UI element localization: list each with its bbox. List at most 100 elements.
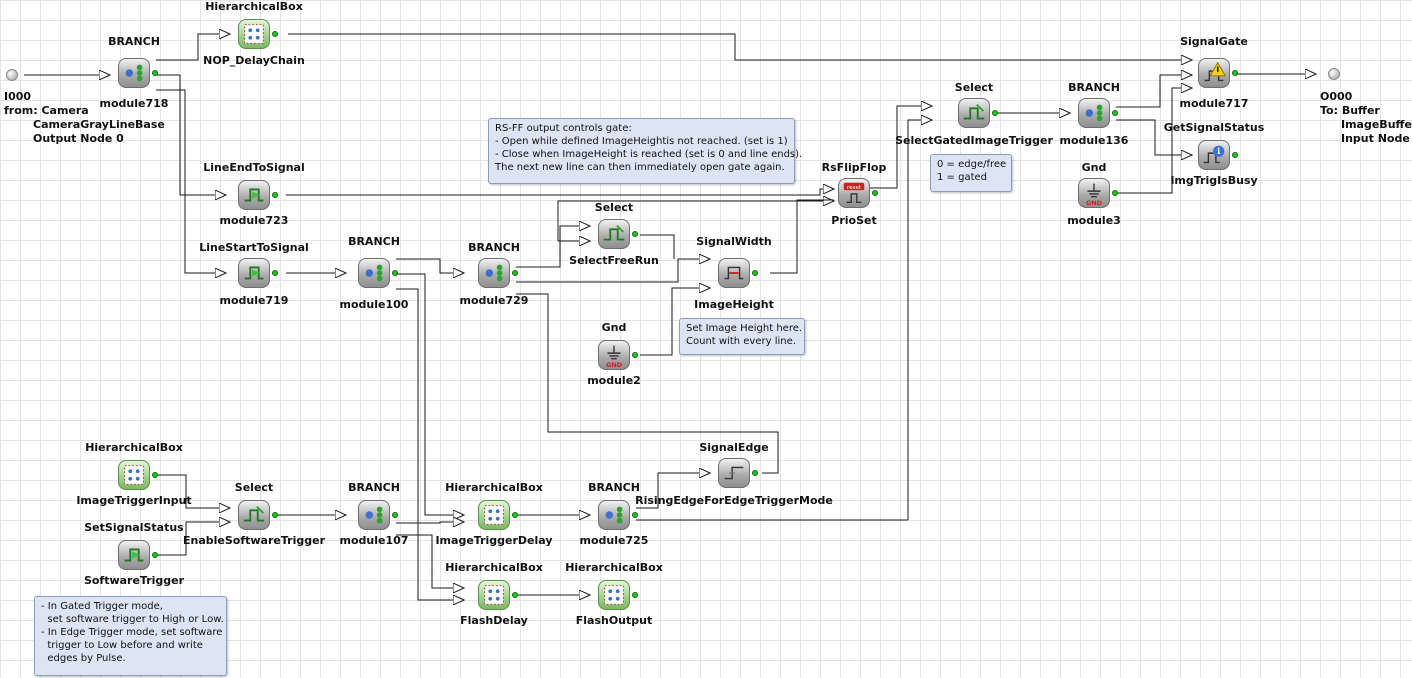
input-node-line-2: CameraGrayLineBase (33, 118, 165, 131)
module-type-label: SignalEdge (699, 441, 769, 454)
module-name-label: module136 (1059, 134, 1129, 147)
select-icon[interactable] (598, 219, 630, 249)
output-port[interactable] (272, 270, 278, 276)
hierarchical-box-icon[interactable] (598, 580, 630, 610)
module-name-label: ImageTriggerInput (76, 494, 192, 507)
output-port[interactable] (1232, 70, 1238, 76)
signal-edge-icon[interactable] (718, 458, 750, 488)
branch-icon[interactable] (1078, 98, 1110, 128)
output-port[interactable] (272, 512, 278, 518)
output-port[interactable] (512, 270, 518, 276)
note-line: RS-FF output controls gate: (495, 123, 632, 134)
signal-icon[interactable] (118, 540, 150, 570)
comment-rsff[interactable]: RS-FF output controls gate: - Open while… (488, 118, 803, 184)
note-line: - In Edge Trigger mode, set software (41, 627, 223, 638)
ground-icon[interactable]: GND (1078, 178, 1110, 208)
note-line: 1 = gated (937, 172, 987, 183)
hierarchical-box-glyph (484, 505, 504, 525)
output-port[interactable] (632, 592, 638, 598)
svg-text:GND: GND (606, 361, 623, 369)
hierarchical-box-icon[interactable] (478, 500, 510, 530)
note-line: trigger to Low before and write (41, 640, 203, 651)
module-name-label: module723 (219, 214, 289, 227)
branch-glyph (485, 264, 503, 282)
output-port[interactable] (512, 592, 518, 598)
output-node-line-1: To: Buffer (1320, 104, 1380, 117)
output-port[interactable] (992, 110, 998, 116)
signal-width-icon[interactable] (718, 258, 750, 288)
output-port[interactable] (152, 552, 158, 558)
module-type-label: Select (234, 481, 274, 494)
output-port[interactable] (512, 512, 518, 518)
svg-text:GND: GND (1086, 199, 1103, 207)
note-line: - Close when ImageHeight is reached (set… (495, 149, 803, 160)
branch-glyph (365, 264, 383, 282)
output-port[interactable] (1112, 110, 1118, 116)
output-port[interactable] (752, 470, 758, 476)
module-type-label: BRANCH (348, 235, 400, 248)
output-port[interactable] (872, 190, 878, 196)
info-icon[interactable]: i (1198, 140, 1230, 170)
module-name-label: module717 (1179, 97, 1249, 110)
module-type-label: HierarchicalBox (445, 481, 543, 494)
module-name-label: module107 (339, 534, 409, 547)
signal-icon[interactable] (238, 258, 270, 288)
output-port[interactable] (272, 31, 278, 37)
output-port[interactable] (392, 270, 398, 276)
output-port[interactable] (752, 270, 758, 276)
module-type-label: SignalWidth (696, 235, 772, 248)
output-node-o000[interactable] (1328, 68, 1340, 80)
hierarchical-box-glyph (484, 585, 504, 605)
module-name-label: ImageHeight (694, 298, 774, 311)
signal-icon[interactable] (238, 180, 270, 210)
output-node-line-2: ImageBuffer (1341, 118, 1412, 131)
input-node-i000[interactable] (6, 69, 18, 81)
module-type-label: HierarchicalBox (205, 0, 303, 13)
comment-image-height[interactable]: Set Image Height here. Count with every … (679, 318, 805, 355)
branch-glyph (125, 64, 143, 82)
branch-icon[interactable] (118, 58, 150, 88)
comment-trigger-mode[interactable]: - In Gated Trigger mode, set software tr… (34, 596, 227, 676)
module-type-label: BRANCH (108, 35, 160, 48)
output-port[interactable] (1112, 190, 1118, 196)
note-line: 0 = edge/free (937, 159, 1007, 170)
branch-icon[interactable] (358, 500, 390, 530)
info-glyph: i (1203, 145, 1225, 164)
hierarchical-box-glyph (124, 465, 144, 485)
hierarchical-box-icon[interactable] (118, 460, 150, 490)
note-line: edges by Pulse. (41, 653, 126, 664)
module-name-label: SelectGatedImageTrigger (895, 134, 1053, 147)
output-port[interactable] (632, 352, 638, 358)
output-port[interactable] (392, 512, 398, 518)
signal-edge-glyph (724, 466, 744, 480)
input-node-line-3: Output Node 0 (33, 132, 124, 145)
input-node-line-1: from: Camera (4, 104, 89, 117)
output-port[interactable] (272, 192, 278, 198)
flipflop-icon[interactable]: reset (838, 178, 870, 208)
signal-width-glyph (724, 266, 744, 280)
branch-glyph (365, 506, 383, 524)
module-type-label: SignalGate (1180, 35, 1248, 48)
note-line: The next new line can then immediately o… (495, 162, 785, 173)
select-icon[interactable] (958, 98, 990, 128)
hierarchical-box-glyph (604, 585, 624, 605)
hierarchical-box-icon[interactable] (478, 580, 510, 610)
warning-icon[interactable] (1198, 58, 1230, 88)
module-name-label: FlashOutput (575, 614, 653, 627)
signal-glyph (124, 548, 144, 562)
output-port[interactable] (632, 231, 638, 237)
branch-icon[interactable] (478, 258, 510, 288)
ground-icon[interactable]: GND (598, 340, 630, 370)
hierarchical-box-icon[interactable] (238, 19, 270, 49)
output-port[interactable] (152, 472, 158, 478)
output-port[interactable] (152, 70, 158, 76)
branch-icon[interactable] (358, 258, 390, 288)
hierarchical-box-glyph (244, 24, 264, 44)
select-icon[interactable] (238, 500, 270, 530)
module-type-label: HierarchicalBox (445, 561, 543, 574)
comment-edge-gated[interactable]: 0 = edge/free 1 = gated (930, 154, 1012, 192)
branch-icon[interactable] (598, 500, 630, 530)
output-port[interactable] (632, 512, 638, 518)
svg-text:i: i (1217, 146, 1220, 156)
output-port[interactable] (1232, 152, 1238, 158)
